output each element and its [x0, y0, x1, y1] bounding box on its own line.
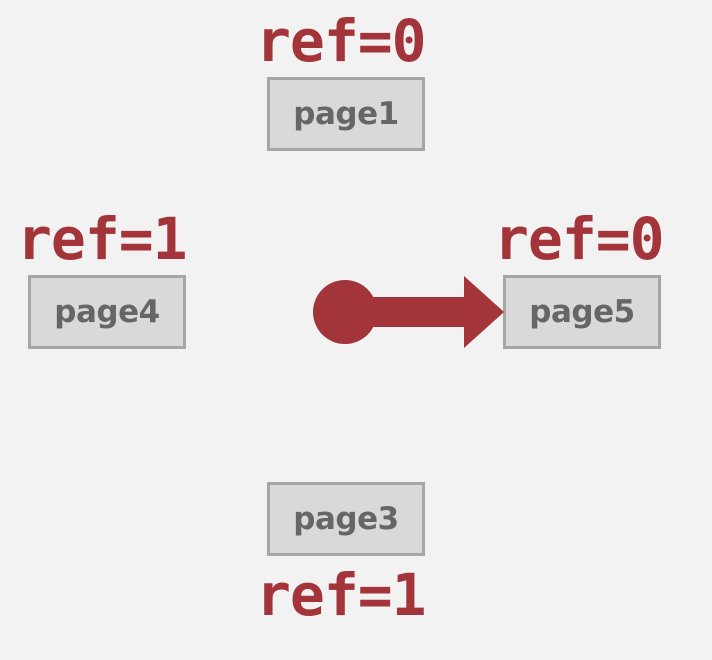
- page5-ref-count: ref=0: [494, 205, 665, 273]
- pointer-shaft: [362, 297, 466, 327]
- pointer-arrow-icon: [313, 276, 504, 348]
- page3-box: page3: [267, 482, 425, 556]
- page3-ref-count: ref=1: [256, 561, 427, 629]
- page4-box: page4: [28, 275, 186, 349]
- page3-label: page3: [293, 500, 399, 537]
- page1-label: page1: [293, 95, 399, 132]
- page1-ref-count: ref=0: [256, 7, 427, 75]
- page4-ref-count: ref=1: [17, 205, 188, 273]
- page5-box: page5: [503, 275, 661, 349]
- page5-label: page5: [529, 293, 635, 330]
- pointer-arrowhead: [464, 276, 504, 348]
- page1-box: page1: [267, 77, 425, 151]
- page4-label: page4: [54, 293, 160, 330]
- pointer-origin-dot: [313, 280, 377, 344]
